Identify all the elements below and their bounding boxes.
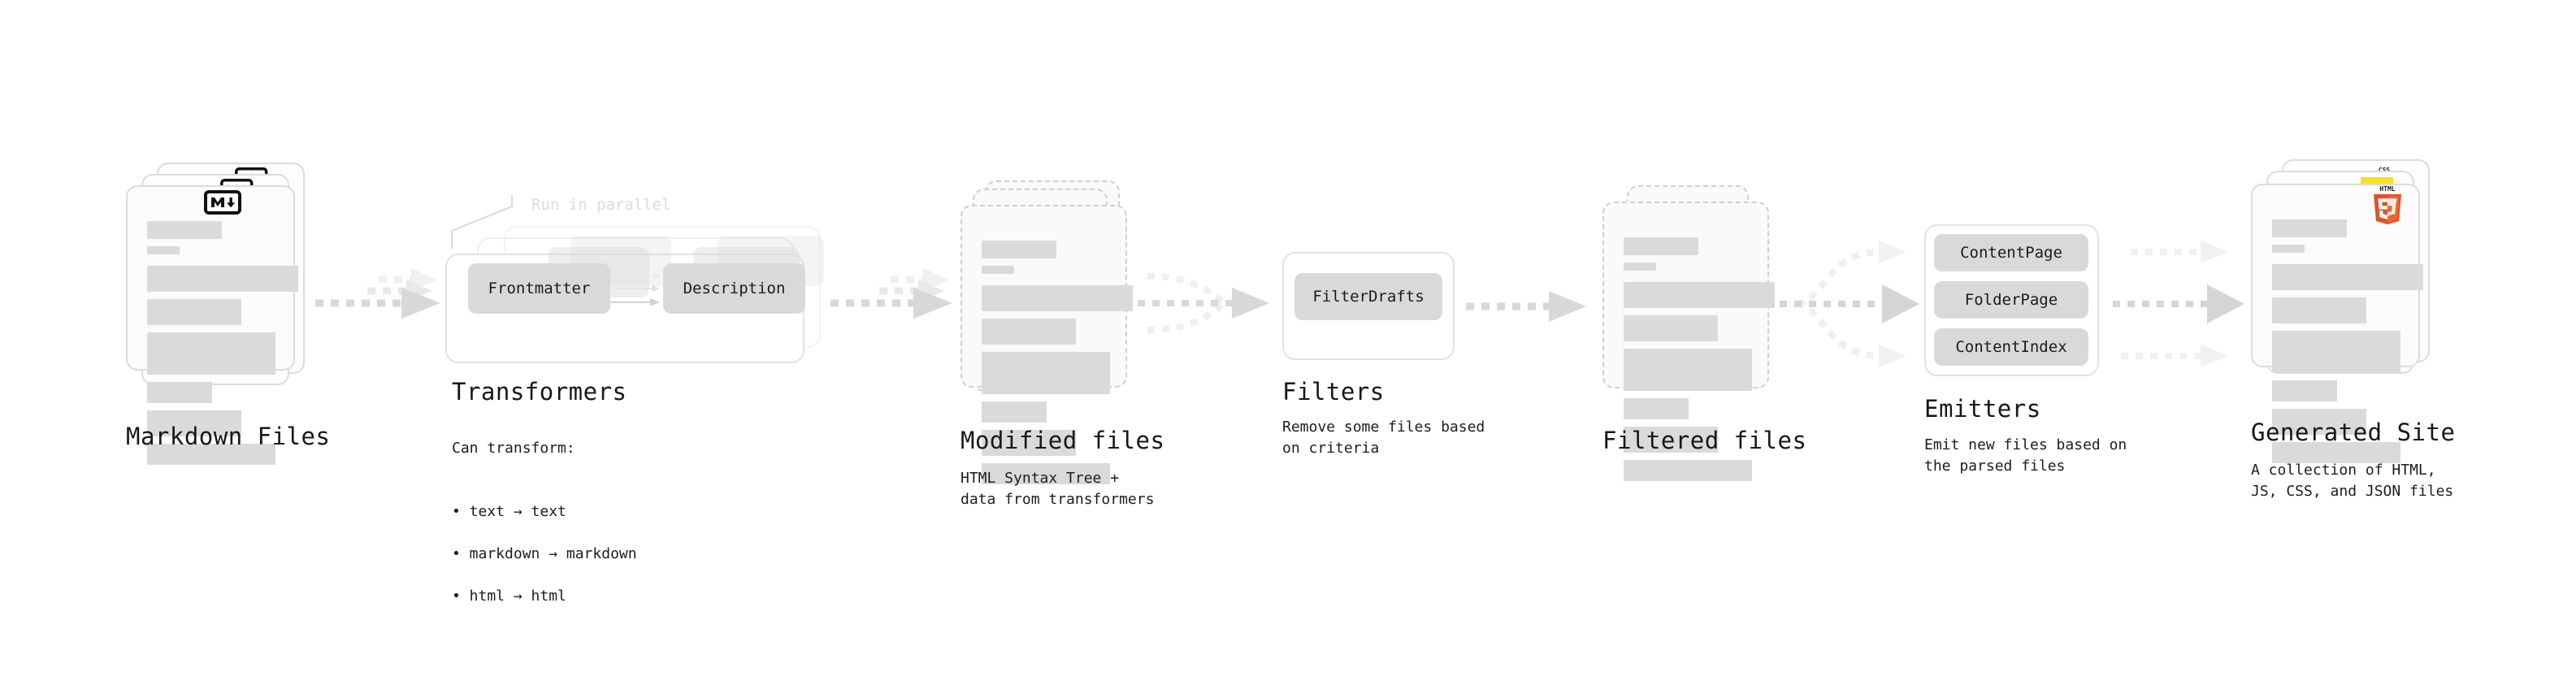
stage-title-emitters: Emitters bbox=[1924, 395, 2041, 423]
generated-site-stack: CSS HTML bbox=[2251, 159, 2438, 463]
file-skeleton-line bbox=[147, 410, 241, 436]
file-skeleton-line bbox=[147, 266, 298, 292]
filtered-files-stack bbox=[1602, 185, 1777, 481]
file-skeleton-line bbox=[1624, 460, 1752, 481]
transformer-internal-arrows bbox=[609, 272, 661, 306]
stage-desc-emitters: Emit new files based on the parsed files bbox=[1924, 436, 2127, 475]
stage-desc-generated-site: A collection of HTML, JS, CSS, and JSON … bbox=[2251, 462, 2454, 500]
transformers-group: Run in parallel Frontmatter Description bbox=[445, 193, 827, 364]
file-skeleton-line bbox=[982, 430, 1076, 456]
file-skeleton-line bbox=[982, 319, 1076, 345]
transformers-bullet-2: • html → html bbox=[452, 588, 566, 605]
file-skeleton-line bbox=[982, 241, 1056, 258]
modified-file-lines bbox=[982, 241, 1133, 492]
chip-frontmatter[interactable]: Frontmatter bbox=[468, 263, 610, 314]
stage-desc-filters: Remove some files based on criteria bbox=[1282, 419, 1485, 457]
html5-icon: HTML bbox=[2370, 184, 2405, 226]
chip-contentindex[interactable]: ContentIndex bbox=[1934, 328, 2088, 366]
run-in-parallel-label: Run in parallel bbox=[531, 196, 671, 214]
filtered-file-lines bbox=[1624, 237, 1775, 488]
chip-folderpage[interactable]: FolderPage bbox=[1934, 281, 2088, 319]
file-skeleton-line bbox=[2272, 442, 2400, 463]
file-skeleton-line bbox=[147, 246, 180, 254]
file-skeleton-line bbox=[1624, 315, 1718, 341]
transformers-bullet-1: • markdown → markdown bbox=[452, 545, 637, 562]
file-skeleton-line bbox=[1624, 282, 1775, 308]
stage-title-filters: Filters bbox=[1282, 378, 1385, 406]
run-in-parallel-bracket bbox=[451, 195, 513, 249]
connector-filtered-to-emitters bbox=[1778, 234, 1932, 376]
file-skeleton-line bbox=[1624, 262, 1656, 271]
emitters-group: ContentPage FolderPage ContentIndex bbox=[1924, 224, 2107, 379]
markdown-files-stack bbox=[126, 163, 313, 465]
stage-desc-modified-files: HTML Syntax Tree + data from transformer… bbox=[961, 470, 1155, 508]
file-skeleton-line bbox=[1624, 427, 1718, 453]
transformers-desc-intro: Can transform: bbox=[452, 440, 575, 457]
connector-markdown-to-transformers bbox=[307, 268, 453, 333]
svg-text:CSS: CSS bbox=[2379, 167, 2391, 174]
filters-group: FilterDrafts bbox=[1282, 252, 1457, 362]
stage-title-markdown-files: Markdown Files bbox=[126, 423, 331, 450]
file-skeleton-line bbox=[2272, 245, 2305, 253]
stage-title-modified-files: Modified files bbox=[961, 427, 1165, 454]
file-skeleton-line bbox=[1624, 349, 1752, 391]
modified-file-card-front bbox=[961, 205, 1133, 484]
stage-title-generated-site: Generated Site bbox=[2251, 419, 2456, 446]
connector-transformers-to-modified bbox=[827, 268, 974, 333]
chip-contentpage[interactable]: ContentPage bbox=[1934, 234, 2088, 271]
connector-modified-to-filters bbox=[1134, 260, 1289, 341]
file-skeleton-line bbox=[147, 221, 222, 239]
file-skeleton-line bbox=[2272, 409, 2366, 435]
chip-description[interactable]: Description bbox=[663, 263, 805, 314]
stage-desc-transformers: Can transform: • text → text • markdown … bbox=[452, 417, 720, 649]
file-skeleton-line bbox=[2272, 331, 2400, 373]
file-skeleton-line bbox=[147, 332, 275, 375]
file-skeleton-line bbox=[147, 299, 241, 325]
file-skeleton-line bbox=[2272, 219, 2347, 237]
markdown-badge-front bbox=[204, 190, 241, 215]
file-skeleton-line bbox=[147, 444, 275, 465]
connector-emitters-to-site bbox=[2106, 234, 2261, 376]
stage-title-transformers: Transformers bbox=[452, 378, 627, 406]
markdown-file-card-front bbox=[126, 185, 298, 465]
file-skeleton-line bbox=[982, 463, 1110, 484]
modified-files-stack bbox=[961, 180, 1135, 484]
svg-text:HTML: HTML bbox=[2379, 185, 2395, 193]
chip-filterdrafts[interactable]: FilterDrafts bbox=[1295, 273, 1442, 320]
file-skeleton-line bbox=[1624, 237, 1698, 255]
connector-filters-to-filtered bbox=[1463, 288, 1605, 337]
file-skeleton-line bbox=[982, 352, 1110, 394]
transformers-bullet-0: • text → text bbox=[452, 503, 566, 520]
file-skeleton-line bbox=[982, 401, 1047, 423]
file-skeleton-line bbox=[982, 285, 1133, 311]
site-file-lines bbox=[2272, 219, 2423, 471]
markdown-file-lines bbox=[147, 221, 298, 472]
file-skeleton-line bbox=[2272, 380, 2337, 401]
transformers-bullet-list: • text → text • markdown → markdown • ht… bbox=[452, 480, 720, 628]
file-skeleton-line bbox=[982, 266, 1014, 274]
stage-title-filtered-files: Filtered files bbox=[1602, 427, 1807, 454]
file-skeleton-line bbox=[2272, 264, 2423, 290]
file-skeleton-line bbox=[1624, 398, 1689, 419]
filtered-file-card-front bbox=[1602, 202, 1775, 481]
file-skeleton-line bbox=[2272, 297, 2366, 323]
file-skeleton-line bbox=[147, 382, 212, 403]
